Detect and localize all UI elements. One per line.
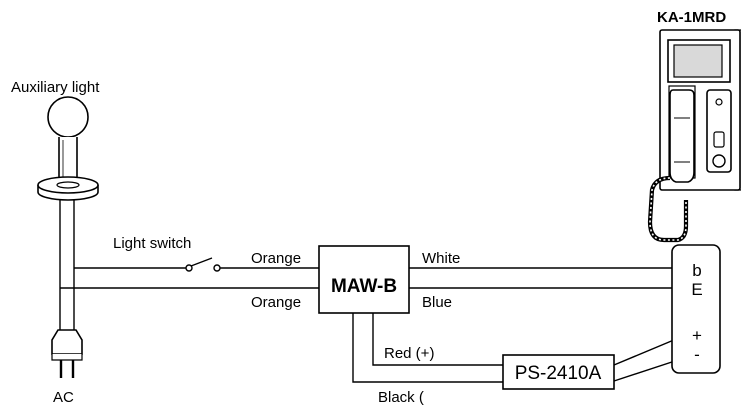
wire-ps-plus-to-terminal bbox=[613, 336, 682, 366]
wire-ps-minus-to-terminal bbox=[613, 358, 682, 382]
monitor-icon bbox=[647, 29, 741, 243]
terminal-plus: + bbox=[692, 326, 702, 345]
terminal-minus: - bbox=[694, 345, 700, 364]
ac-plug-icon bbox=[51, 329, 83, 378]
orange-bottom-label: Orange bbox=[251, 294, 301, 311]
ac-label: AC bbox=[53, 389, 74, 406]
terminal-b: b bbox=[692, 261, 701, 280]
ps-2410a-label: PS-2410A bbox=[515, 363, 602, 384]
terminal-block: b E + - bbox=[671, 244, 721, 374]
maw-b-box: MAW-B bbox=[318, 245, 410, 314]
blue-label: Blue bbox=[422, 294, 452, 311]
light-switch-label: Light switch bbox=[113, 235, 191, 252]
terminal-e: E bbox=[691, 280, 702, 299]
wire-black-minus bbox=[352, 313, 503, 383]
black-label: Black ( bbox=[378, 389, 424, 406]
maw-b-label: MAW-B bbox=[331, 276, 397, 297]
auxiliary-light-icon bbox=[37, 96, 99, 201]
wire-red-plus bbox=[372, 313, 503, 366]
orange-top-label: Orange bbox=[251, 250, 301, 267]
ps-2410a-box: PS-2410A bbox=[502, 354, 615, 390]
ac-cable bbox=[59, 200, 75, 330]
auxiliary-light-label: Auxiliary light bbox=[11, 79, 100, 96]
white-label: White bbox=[422, 250, 460, 267]
light-switch-icon bbox=[185, 257, 221, 272]
monitor-model-label: KA-1MRD bbox=[657, 9, 726, 26]
red-plus-label: Red (+) bbox=[384, 345, 434, 362]
